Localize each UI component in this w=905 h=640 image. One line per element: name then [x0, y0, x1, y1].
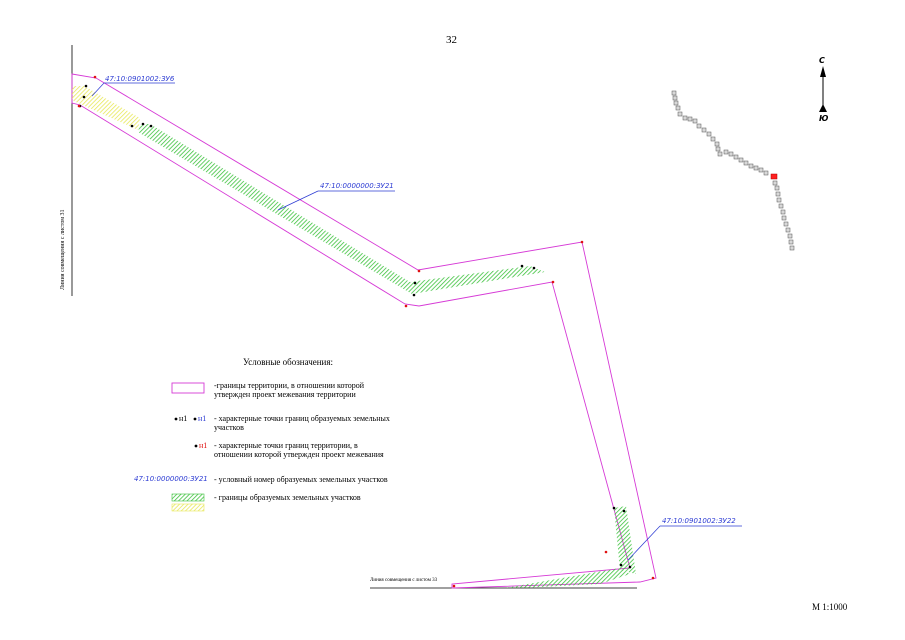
scale-label: М 1:1000	[812, 602, 848, 612]
legend-hatch-green	[171, 493, 205, 502]
legend-territory-points-text: - характерные точки границ территории, в…	[214, 441, 384, 459]
combo-line-bottom-label: Линия совмещения с листом 33	[370, 578, 438, 583]
legend-char-point-label-blue: н1	[198, 414, 207, 423]
territory-boundary	[71, 73, 657, 589]
parcel-zu22-hatch	[614, 506, 636, 574]
legend-boundary-text: -границы территории, в отношении которой…	[214, 381, 365, 399]
legend-char-points-text: - характерные точки границ образуемых зе…	[214, 414, 390, 432]
legend-char-point-label-black: н1	[179, 414, 188, 423]
legend-code-text: - условный номер образуемых земельных уч…	[214, 475, 388, 484]
page-number: 32	[446, 34, 457, 46]
minimap-current-sheet	[770, 173, 778, 180]
legend-boundary-swatch	[171, 382, 205, 394]
south-label: Ю	[819, 114, 829, 123]
parcel-zu6-hatch	[72, 86, 140, 130]
legend-hatch-yellow	[171, 503, 205, 512]
parcel-label-zu21: 47:10:0000000:ЗУ21	[320, 182, 394, 190]
parcel-label-zu22: 47:10:0901002:ЗУ22	[662, 517, 736, 525]
north-label: С	[819, 56, 825, 65]
combo-line-left-label: Линия совмещения с листом 31	[60, 209, 66, 290]
parcel-zu21-hatch	[138, 124, 545, 294]
legend-code-sample: 47:10:0000000:ЗУ21	[134, 475, 208, 483]
legend-territory-point-label: н1	[199, 441, 208, 450]
overview-minimap	[671, 90, 795, 251]
parcel-zu22-hatch-bottom	[505, 568, 630, 588]
legend-hatch-text: - границы образуемых земельных участков	[214, 493, 361, 502]
parcel-label-zu6: 47:10:0901002:ЗУ6	[105, 75, 175, 83]
legend-title: Условные обозначения:	[243, 357, 334, 367]
